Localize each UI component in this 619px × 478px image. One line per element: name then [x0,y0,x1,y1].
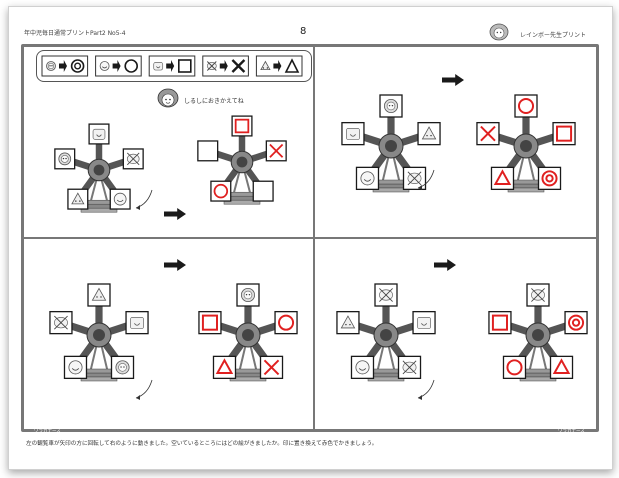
gondola-smile-face [109,188,131,210]
gondola-x-face [49,310,73,335]
gondola-empty [252,180,274,202]
gondola-circle [210,180,232,202]
puzzle-panel-1 [54,115,287,220]
right-arrow-icon [273,60,282,72]
gondola-u-face [412,310,436,335]
corner-mark-left: ワラカナーズ [34,429,61,434]
ferris-wheel [341,94,441,193]
gondola-triangle-face [67,188,89,210]
rotation-arrow-icon [135,189,153,209]
puzzle-panel-3 [49,259,298,400]
legend-items [41,55,303,77]
gondola-x-face [397,355,422,380]
instruction-text: 左の観覧車が矢印の方に回転して右のように動きました。空いているところにはどの絵が… [26,441,378,447]
gondola-double-circle [537,166,562,191]
gondola-triangle [212,355,237,380]
ferris-wheel [197,115,287,205]
gondola-square [552,121,576,146]
gondola-triangle [490,166,515,191]
right-arrow-icon [434,259,456,271]
gondola-u-face [88,123,110,145]
legend-item [41,55,89,77]
right-arrow-icon [59,60,67,72]
rotation-arrow-icon [417,379,435,399]
legend-item [148,55,196,77]
worksheet-frame [21,44,599,432]
gondola-u-face [125,310,149,335]
gondola-x-face [122,148,144,170]
gondola-triangle-face [417,121,441,146]
gondola-triangle-face [336,310,360,335]
ferris-wheel [336,283,436,382]
puzzle-panel-2 [341,74,576,193]
puzzle-panel-4 [336,259,588,400]
gondola-circle [502,355,527,380]
gondola-cross [259,355,284,380]
gondola-smile [63,355,88,380]
gondola-square [231,115,253,137]
gondola-cross [476,121,500,146]
gondola-face [110,355,135,380]
worksheet-title: 年中児毎日通常プリントPart2 No5-4 [24,30,126,37]
gondola-square [198,310,222,335]
legend-item [202,55,249,77]
gondola-u-face [341,121,365,146]
gondola-x-face [374,283,398,307]
right-arrow-icon [442,74,464,86]
gondola-smile [350,355,375,380]
gondola-x-face [526,283,550,307]
ferris-wheel [54,123,144,213]
ferris-wheel [476,94,576,193]
right-arrow-icon [164,208,186,220]
helper-avatar-icon [157,88,179,108]
ferris-wheel [488,283,588,382]
legend-hint: しるしにおきかえてね [184,98,244,105]
gondola-face [236,283,260,307]
gondola-face [54,148,76,170]
gondola-face [379,94,403,118]
rotation-arrow-icon [135,379,153,399]
right-arrow-icon [112,60,121,72]
gondola-cross [265,140,287,162]
right-arrow-icon [219,60,228,72]
brand-name: レインボー先生プリント [520,32,587,39]
right-arrow-icon [166,60,175,72]
gondola-triangle-face [87,283,111,307]
ferris-wheel [49,283,149,382]
legend-item [255,55,303,77]
gondola-square [488,310,512,335]
page-number: 8 [300,26,307,37]
gondola-empty [197,140,219,162]
gondola-double-circle [564,310,588,335]
corner-mark-right: ワラカナーズ [558,429,585,434]
right-arrow-icon [164,259,186,271]
ferris-wheel [198,283,298,382]
gondola-x-face [402,166,427,191]
gondola-smile [355,166,380,191]
gondola-circle [514,94,538,118]
gondola-circle [274,310,298,335]
gondola-triangle [549,355,574,380]
legend-item [95,55,142,77]
teacher-avatar-icon [489,23,509,41]
